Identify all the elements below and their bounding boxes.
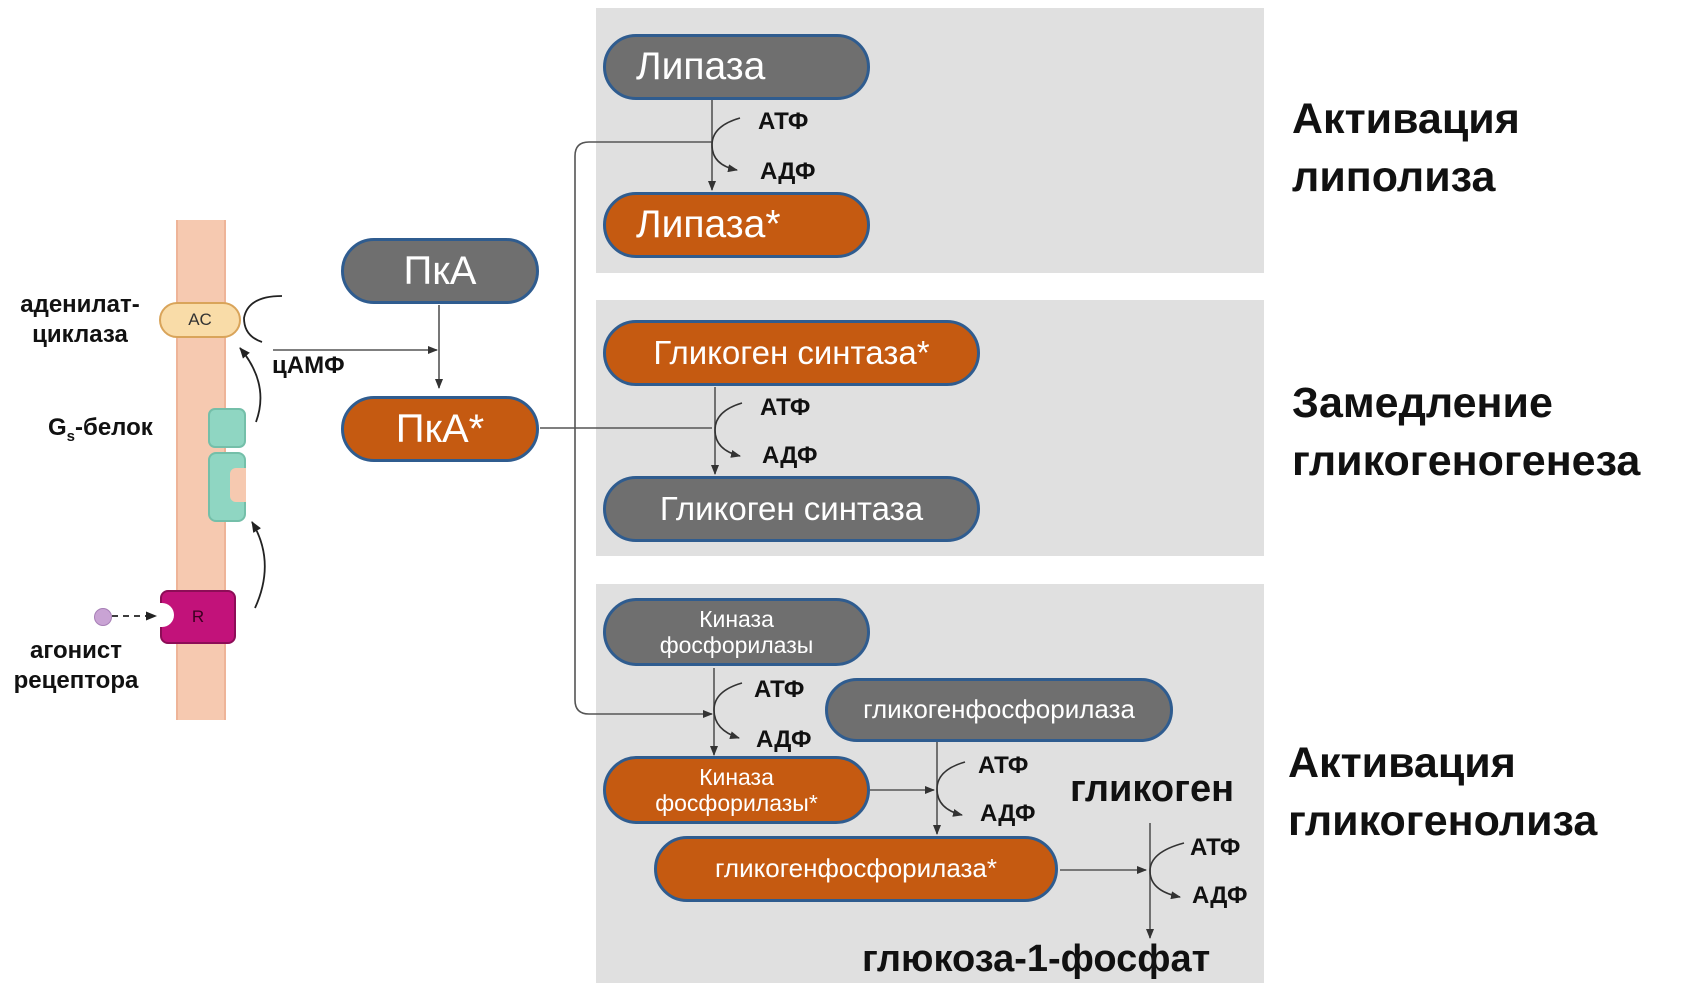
glycogen-phosphorylase-label: гликогенфосфорилаза xyxy=(863,694,1135,725)
pka-branch-to-kinase xyxy=(574,428,713,718)
glycogen-synthase-node: Гликоген синтаза xyxy=(603,476,980,542)
lipase-label: Липаза xyxy=(636,44,766,88)
glycogenolysis-title: Активация гликогенолиза xyxy=(1288,739,1598,845)
atp-label-kinase: АТФ xyxy=(754,676,805,703)
agonist-molecule xyxy=(94,608,112,626)
pka-active-label: ПкА* xyxy=(395,407,485,451)
glycogen-phosphorylase-node: гликогенфосфорилаза xyxy=(825,678,1173,742)
phosphorylase-kinase-node: Киназа фосфорилазы xyxy=(603,598,870,666)
r-to-gs-arrow xyxy=(251,521,266,609)
atp-adp-curve-kinase xyxy=(713,682,743,740)
adenylate-cyclase-label: аденилат- циклаза xyxy=(20,291,140,348)
atp-adp-curve-synthase xyxy=(714,402,743,458)
adp-label-phosphorylase: АДФ xyxy=(980,800,1036,827)
gs-protein-upper xyxy=(208,408,246,448)
glucose-1-phosphate-label: глюкоза-1-фосфат xyxy=(862,938,1211,980)
ac-curve-arrow xyxy=(243,295,283,343)
camp-label: цАМФ xyxy=(272,352,345,379)
pka-inactive-label: ПкА xyxy=(403,249,477,293)
glycogenesis-title: Замедление гликогеногенеза xyxy=(1292,379,1641,485)
gs-protein-notch xyxy=(230,468,246,502)
glycogen-synthase-active-label: Гликоген синтаза* xyxy=(653,334,930,372)
pka-inactive-node: ПкА xyxy=(341,238,539,304)
atp-label-glycogen: АТФ xyxy=(1190,834,1241,861)
gs-to-ac-arrow xyxy=(239,347,262,423)
phosphorylase-kinase-label: Киназа фосфорилазы xyxy=(659,605,814,658)
glycogen-synthase-label: Гликоген синтаза xyxy=(659,490,924,528)
pka-active-node: ПкА* xyxy=(341,396,539,462)
adp-label-lipase: АДФ xyxy=(760,158,816,185)
atp-adp-curve-glycogen xyxy=(1149,842,1185,900)
phosphorylase-kinase-active-label: Киназа фосфорилазы* xyxy=(655,763,818,816)
adp-label-kinase: АДФ xyxy=(756,726,812,753)
receptor-agonist-label: агонист рецептора xyxy=(13,637,139,694)
glycogen-synthase-active-node: Гликоген синтаза* xyxy=(603,320,980,386)
gs-label-prefix: G xyxy=(48,414,67,441)
gs-label-subscript: s xyxy=(66,427,76,445)
glycogen-phosphorylase-active-node: гликогенфосфорилаза* xyxy=(654,836,1058,902)
atp-label-phosphorylase: АТФ xyxy=(978,752,1029,779)
glycogen-label: гликоген xyxy=(1070,768,1235,810)
ac-label: AC xyxy=(188,310,212,329)
glycogen-phosphorylase-active-label: гликогенфосфорилаза* xyxy=(715,853,997,884)
adp-label-synthase: АДФ xyxy=(762,442,818,469)
receptor-label: R xyxy=(191,607,205,626)
lipase-active-label: Липаза* xyxy=(636,202,781,246)
receptor-pocket xyxy=(156,603,174,627)
gs-protein-label: Gs-белок xyxy=(48,414,153,445)
lipase-active-node: Липаза* xyxy=(603,192,870,258)
atp-adp-curve-lipase xyxy=(711,117,741,173)
lipase-node: Липаза xyxy=(603,34,870,100)
pka-branch-to-lipase xyxy=(574,141,712,428)
lipolysis-title: Активация липолиза xyxy=(1292,95,1520,201)
phosphorylase-kinase-active-node: Киназа фосфорилазы* xyxy=(603,756,870,824)
atp-label-synthase: АТФ xyxy=(760,394,811,421)
adenylate-cyclase: AC xyxy=(159,302,241,338)
adp-label-glycogen: АДФ xyxy=(1192,882,1248,909)
atp-label-lipase: АТФ xyxy=(758,108,809,135)
gs-label-suffix: -белок xyxy=(75,414,153,441)
atp-adp-curve-phosphorylase xyxy=(936,761,966,817)
